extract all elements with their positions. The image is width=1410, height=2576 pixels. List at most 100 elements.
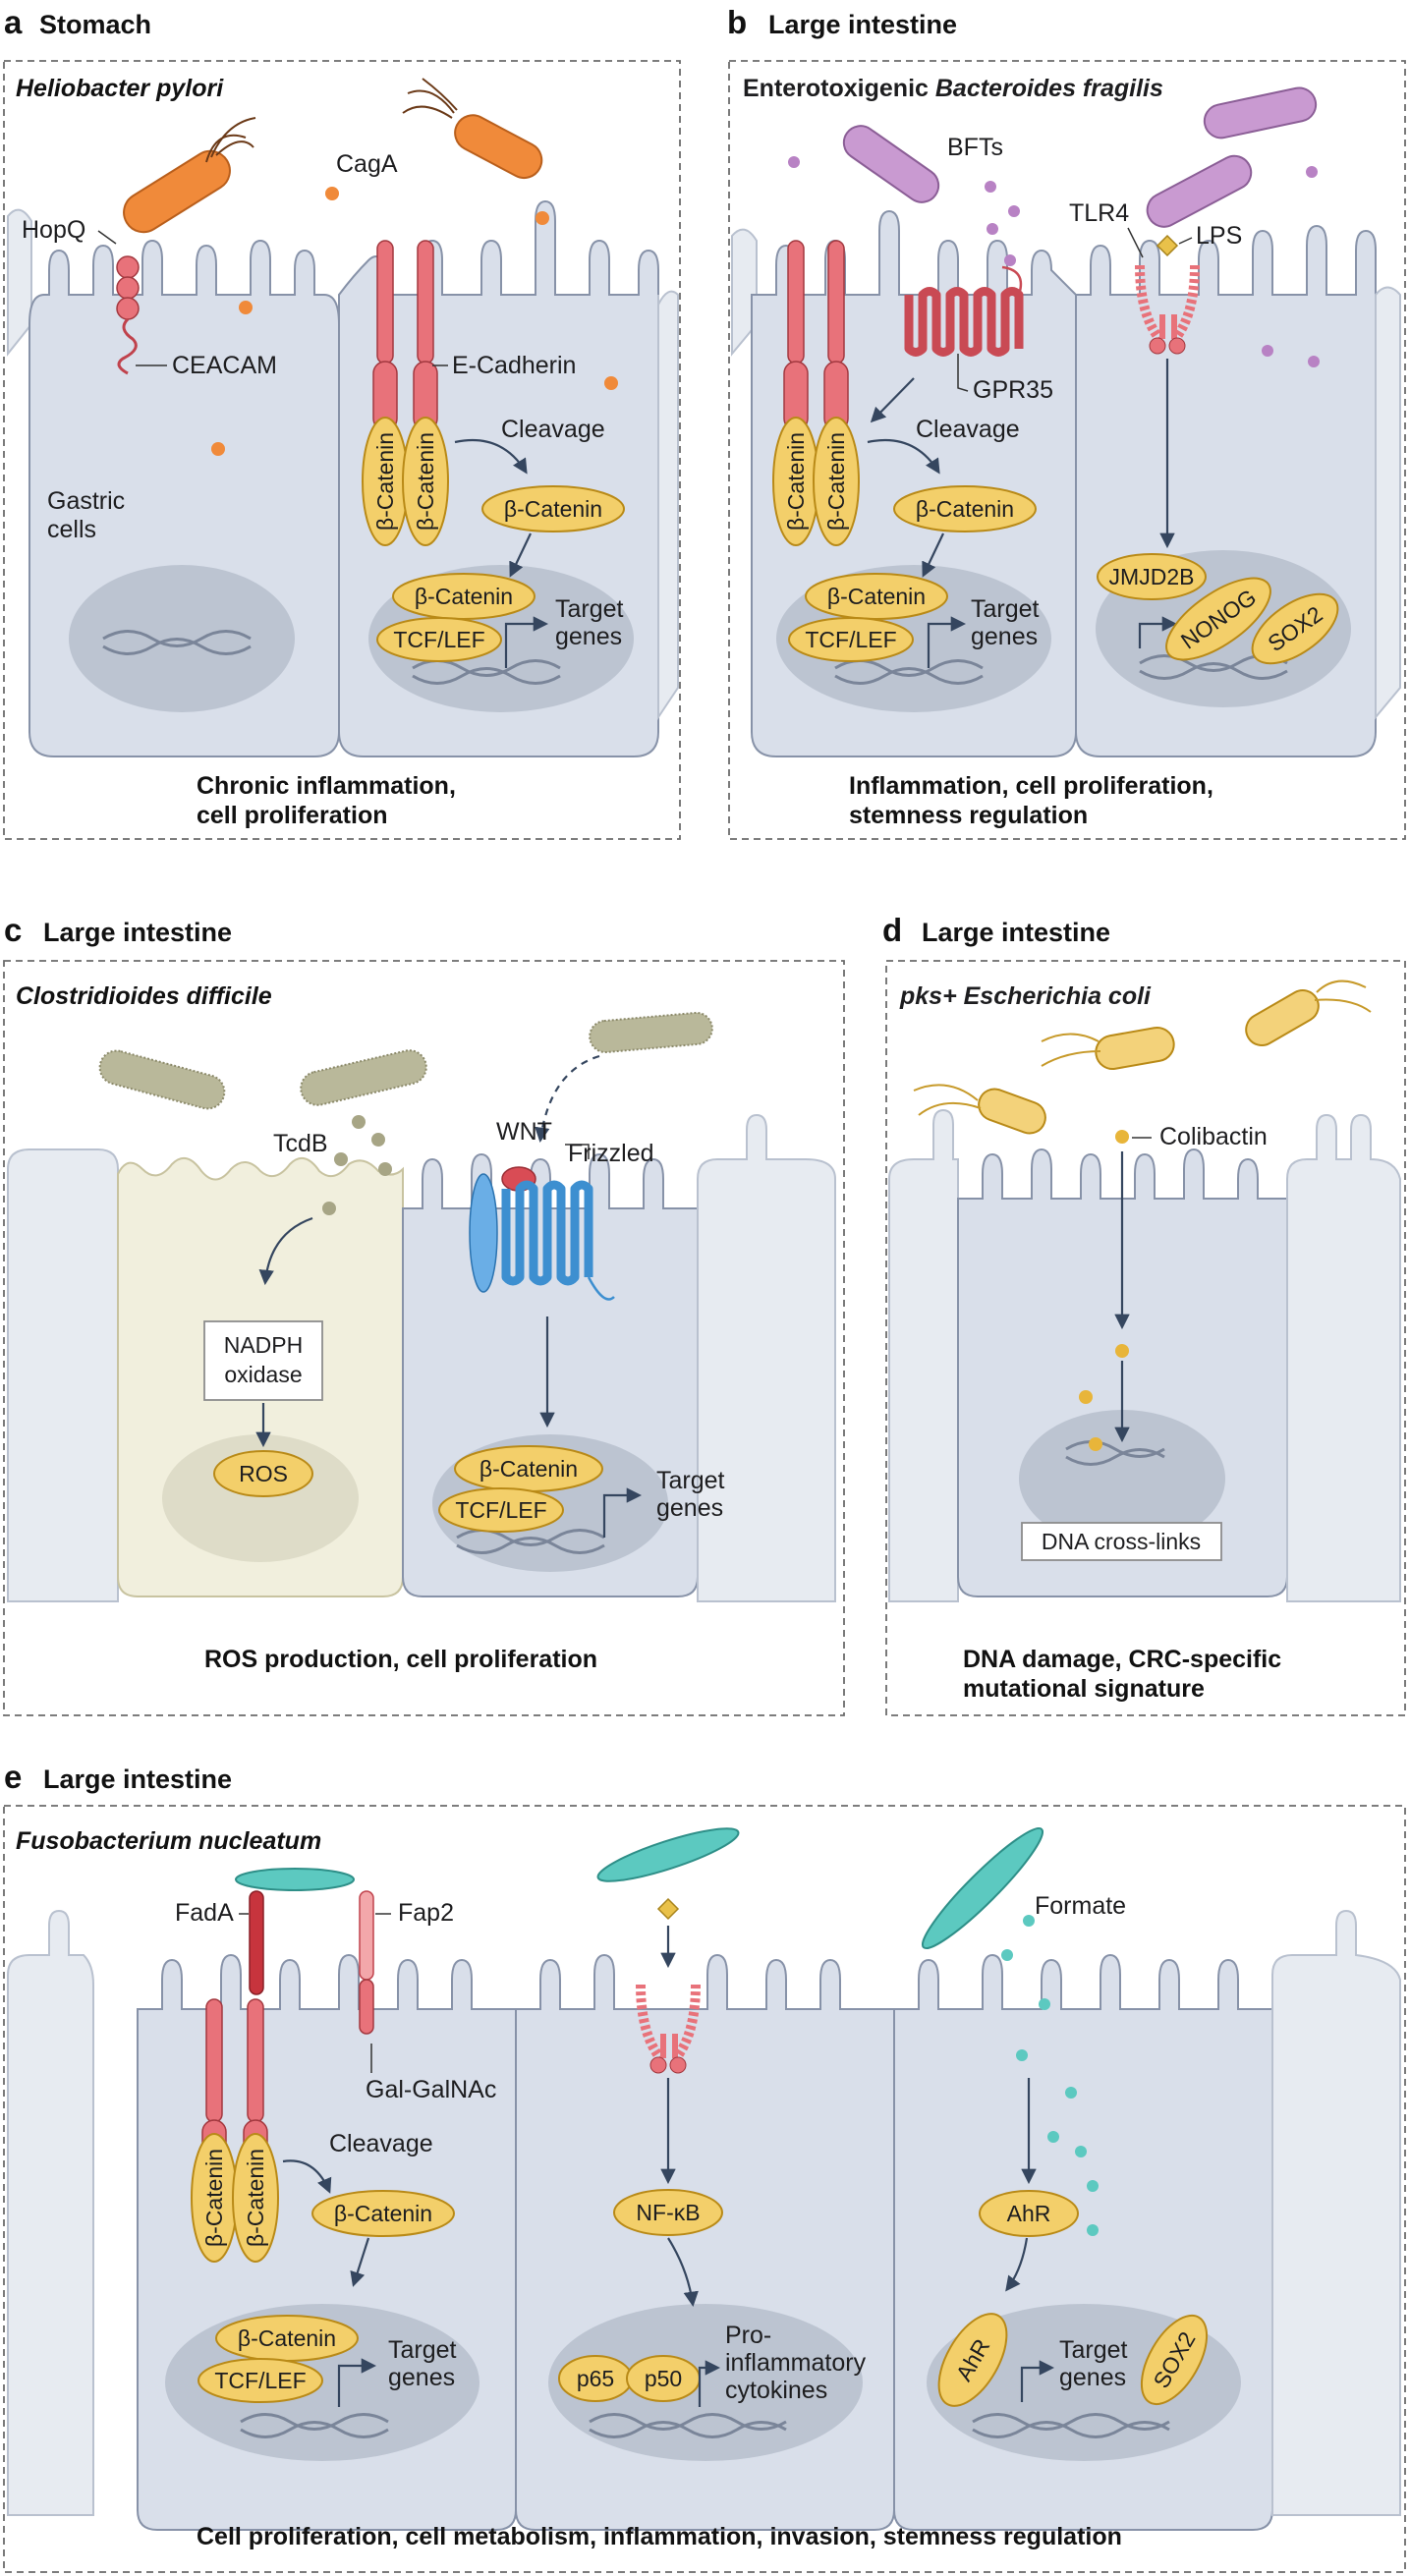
- translocation-arrow: [350, 2237, 370, 2287]
- target-label: Target: [388, 2336, 457, 2364]
- panel-a-letter: a: [4, 4, 23, 40]
- panel-c-letter: c: [4, 912, 22, 948]
- fada-adhesin-icon: [249, 1890, 264, 1995]
- wnt-label: WNT: [496, 1118, 552, 1146]
- jmjd2b-oval: [1097, 553, 1207, 600]
- formate-particle-icon: [1016, 2049, 1028, 2061]
- pro-label: Pro-: [725, 2322, 771, 2349]
- b-fragilis-bacterium-icon: [1146, 154, 1253, 228]
- panel-c-title: Large intestine: [43, 918, 232, 947]
- panel-e: e Large intestine Fusobacterium nucleatu…: [3, 1759, 1406, 2573]
- e-cadherin-icon: [783, 240, 849, 431]
- tcdb-particle-icon: [322, 1202, 336, 1215]
- gal-galnac-icon: [359, 1979, 374, 2035]
- genes-label: genes: [971, 623, 1038, 650]
- beta-catenin-nuclear-label: β-Catenin: [415, 584, 513, 609]
- transcription-arrow: [1020, 2360, 1055, 2402]
- f-nucleatum-bacterium-icon: [596, 1827, 740, 1882]
- target-label: Target: [971, 595, 1040, 623]
- cleavage-label: Cleavage: [329, 2130, 433, 2157]
- h-pylori-bacterium-icon: [402, 78, 543, 180]
- b-fragilis-bacterium-icon: [842, 125, 940, 203]
- beta-catenin-vertical-label: β-Catenin: [783, 432, 809, 531]
- panel-d-species: pks+ Escherichia coli: [899, 982, 1152, 1010]
- partial-cell: [1286, 1113, 1401, 1602]
- beta-catenin-nuclear-label: β-Catenin: [827, 584, 926, 609]
- colibactin-particle-icon: [1089, 1437, 1102, 1451]
- tlr4-receptor-icon: [1135, 264, 1200, 355]
- beta-catenin-vertical-label: β-Catenin: [413, 432, 438, 531]
- tcf-lef-label: TCF/LEF: [455, 1497, 546, 1523]
- gal-galnac-label: Gal-GalNAc: [366, 2076, 496, 2103]
- oxidase-label: oxidase: [224, 1362, 302, 1387]
- panel-b-species: Enterotoxigenic Bacteroides fragilis: [743, 75, 1163, 102]
- bft-particle-icon: [1008, 205, 1020, 217]
- transcription-arrow: [602, 1487, 643, 1538]
- tcf-lef-oval: [788, 617, 914, 662]
- lps-diamond-icon: [1156, 234, 1179, 257]
- tcdb-particle-icon: [334, 1152, 348, 1166]
- partial-cell: [657, 290, 679, 721]
- beta-catenin-label: β-Catenin: [334, 2201, 432, 2226]
- nadph-oxidase-box: [203, 1320, 323, 1401]
- cleavage-arrow: [454, 438, 528, 475]
- panel-a-frame: [3, 60, 681, 840]
- panel-d-letter: d: [882, 912, 902, 948]
- fap2-adhesin-icon: [359, 1890, 374, 1981]
- dna-helix-icon: [1065, 1440, 1165, 1466]
- target-label: Target: [1059, 2336, 1128, 2364]
- panel-a-caption: Chronic inflammation,: [197, 772, 456, 800]
- nfkb-oval: [613, 2189, 723, 2236]
- c-difficile-bacterium-icon: [300, 1049, 427, 1106]
- bfts-label: BFTs: [947, 134, 1003, 161]
- flagella-icon: [1041, 1033, 1101, 1067]
- panel-c: c Large intestine Clostridioides diffici…: [3, 912, 845, 1716]
- cleavage-label: Cleavage: [916, 416, 1020, 443]
- panel-a-title: Stomach: [39, 10, 151, 39]
- caga-particle-icon: [211, 442, 225, 456]
- wnt-arrow: [535, 1054, 600, 1144]
- beta-catenin-oval: [232, 2133, 279, 2263]
- transcription-arrow: [1138, 616, 1178, 648]
- fada-label: FadA: [175, 1899, 234, 1927]
- partial-cell: [1375, 286, 1401, 720]
- tcf-lef-oval: [438, 1487, 564, 1533]
- e-coli-bacterium-icon: [1095, 1027, 1175, 1070]
- panel-e-frame: [3, 1805, 1406, 2573]
- nfkb-label: NF-κB: [636, 2200, 700, 2225]
- target-label: Target: [555, 595, 624, 623]
- dna-helix-icon: [102, 630, 252, 655]
- panel-b-letter: b: [727, 4, 747, 40]
- leader-line: [1178, 237, 1193, 245]
- inflammatory-label: inflammatory: [725, 2349, 867, 2377]
- beta-catenin-nuclear-label: β-Catenin: [238, 2325, 336, 2351]
- c-difficile-bacterium-icon: [589, 1011, 713, 1054]
- formate-particle-icon: [1039, 1998, 1050, 2010]
- panel-a: a Stomach Heliobacter pylori CagA HopQ: [3, 4, 681, 840]
- panel-b: b Large intestine Enterotoxigenic Bacter…: [727, 4, 1406, 840]
- panel-e-caption: Cell proliferation, cell metabolism, inf…: [197, 2523, 1122, 2550]
- partial-cell: [7, 1909, 94, 2516]
- sox2-oval: [1140, 2314, 1209, 2406]
- bft-particle-icon: [987, 223, 998, 235]
- tcf-lef-label: TCF/LEF: [805, 627, 896, 652]
- cleavage-label: Cleavage: [501, 416, 605, 443]
- hopq-label: HopQ: [22, 216, 85, 244]
- beta-catenin-oval: [813, 417, 860, 546]
- p50-label: p50: [645, 2366, 682, 2391]
- h-pylori-bacterium-icon: [123, 117, 256, 234]
- ahr-translocation-arrow: [1005, 2237, 1029, 2292]
- partial-cell: [697, 1113, 836, 1602]
- partial-cell: [1271, 1909, 1401, 2516]
- panel-e-title: Large intestine: [43, 1764, 232, 1794]
- ceacam-receptor-icon: [116, 255, 140, 375]
- nucleus: [1019, 1410, 1225, 1547]
- partial-cell: [731, 228, 758, 357]
- frizzled-label: Frizzled: [568, 1140, 654, 1167]
- cytokines-label: cytokines: [725, 2377, 827, 2404]
- lps-particle-icon: [1262, 345, 1273, 357]
- sox2-oval: [1251, 592, 1339, 665]
- beta-catenin-vertical-label: β-Catenin: [372, 432, 398, 531]
- transcription-arrow: [504, 616, 549, 668]
